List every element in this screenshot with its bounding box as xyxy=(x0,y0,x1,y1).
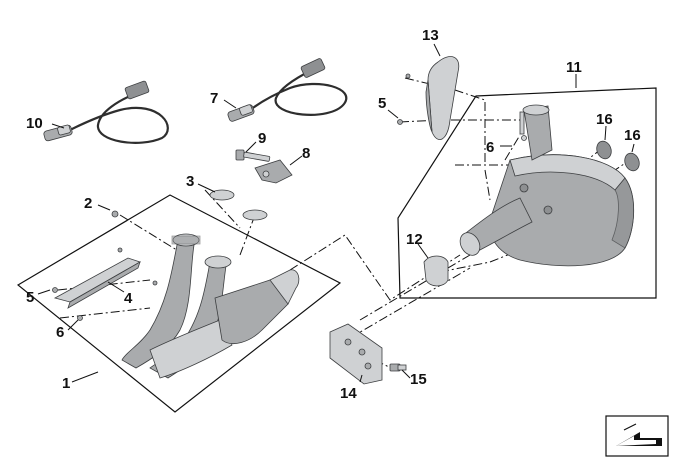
silencer-11 xyxy=(459,104,635,267)
screw-5-left xyxy=(52,287,58,293)
callout-11: 11 xyxy=(566,59,582,76)
callout-2: 2 xyxy=(84,195,92,212)
screw-5-right xyxy=(397,119,403,125)
callout-6-left: 6 xyxy=(56,324,64,341)
group-11-frame xyxy=(397,87,657,299)
exhaust-manifold-1 xyxy=(121,233,300,379)
callout-7: 7 xyxy=(210,90,218,107)
bracket-plate-14 xyxy=(329,323,383,385)
callout-15: 15 xyxy=(410,371,427,388)
heat-guard-13 xyxy=(425,56,460,141)
bolt-9 xyxy=(235,149,271,162)
bolt-head xyxy=(152,280,158,286)
washer-6-left xyxy=(77,315,83,321)
bolt-15 xyxy=(389,363,407,372)
heat-shield-4 xyxy=(53,257,141,309)
callout-1: 1 xyxy=(62,375,70,392)
callout-16-left: 16 xyxy=(596,111,613,128)
group-1-frame xyxy=(16,194,342,413)
leader-lines xyxy=(37,43,635,383)
washer-6-right xyxy=(521,135,527,141)
callout-13: 13 xyxy=(422,27,439,44)
clamp-12 xyxy=(423,255,449,287)
bolt-6 xyxy=(519,111,525,135)
callout-6-right: 6 xyxy=(486,139,494,156)
gaskets-3 xyxy=(209,189,268,221)
callout-3: 3 xyxy=(186,173,194,190)
oxygen-sensor-10 xyxy=(43,80,169,144)
callout-9: 9 xyxy=(258,130,266,147)
bolt-head xyxy=(405,73,411,79)
callout-16-right: 16 xyxy=(624,127,641,144)
callout-14: 14 xyxy=(340,385,357,402)
callout-5-right: 5 xyxy=(378,95,386,112)
oxygen-sensor-7 xyxy=(227,58,348,122)
rubber-mounts-16 xyxy=(596,140,640,172)
callout-10: 10 xyxy=(26,115,43,132)
callout-5-left: 5 xyxy=(26,289,34,306)
bolt-head xyxy=(117,247,123,253)
callout-12: 12 xyxy=(406,231,423,248)
callout-4: 4 xyxy=(124,290,133,307)
callout-8: 8 xyxy=(302,145,310,162)
bracket-8 xyxy=(254,159,293,184)
nut-2 xyxy=(111,210,119,218)
arrow-direction-icon xyxy=(605,415,669,457)
